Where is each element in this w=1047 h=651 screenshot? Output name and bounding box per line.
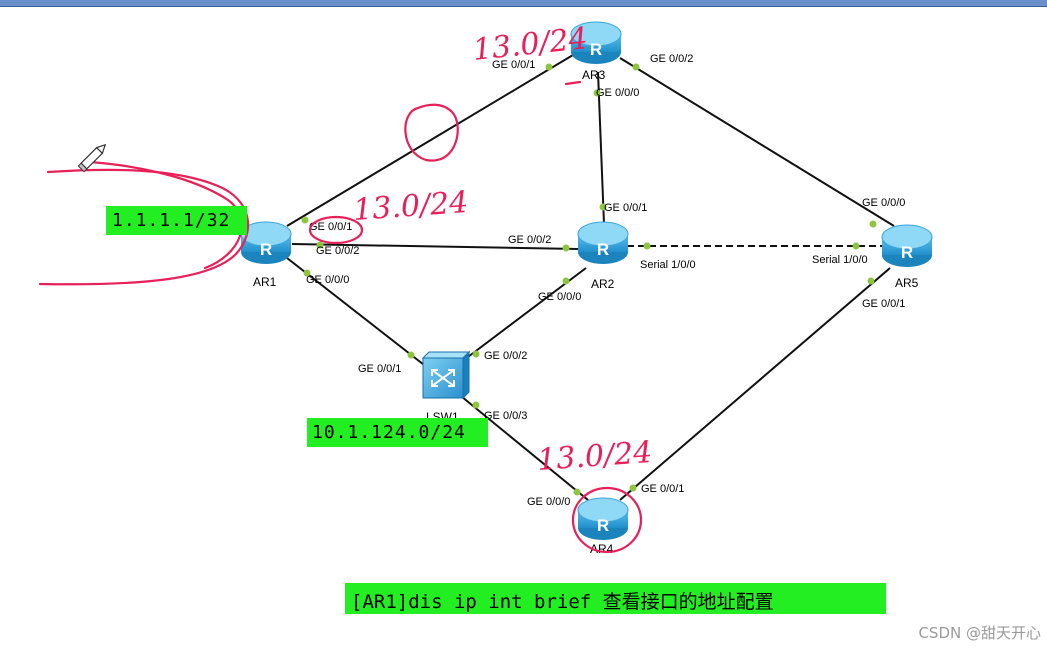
router-ar5[interactable]: R — [881, 224, 933, 267]
annotation-loopback-loop-inner — [88, 160, 243, 270]
if-lsw1-ge003: GE 0/0/3 — [484, 410, 527, 422]
port-dot — [599, 203, 607, 211]
annotation-ar1-port-circle — [308, 215, 364, 245]
port-dots — [301, 63, 877, 496]
port-dot — [852, 242, 860, 250]
if-ar1-ge002: GE 0/0/2 — [316, 245, 359, 257]
link-ar2-lsw1[interactable] — [455, 267, 587, 367]
if-ar3-ge001: GE 0/0/1 — [492, 59, 535, 71]
if-lsw1-ge001: GE 0/0/1 — [358, 363, 401, 375]
annotation-ar4: 13.0/24 — [536, 435, 653, 478]
port-dot — [472, 401, 480, 409]
if-ar1-ge001: GE 0/0/1 — [309, 221, 352, 233]
if-ar2-serial: Serial 1/0/0 — [640, 259, 696, 271]
pen-annotations — [38, 80, 643, 554]
router-ar1[interactable]: R — [240, 221, 292, 264]
annotation-zero — [404, 103, 459, 162]
window-top-bar — [0, 0, 1047, 7]
link-ar1-ar3[interactable] — [286, 51, 579, 227]
if-ar5-ge000: GE 0/0/0 — [862, 197, 905, 209]
if-ar2-ge000: GE 0/0/0 — [538, 291, 581, 303]
port-dot — [643, 242, 651, 250]
link-ar3-ar2[interactable] — [597, 71, 605, 225]
port-dot — [869, 220, 877, 228]
switch-lsw1[interactable] — [421, 350, 471, 400]
router-ar3[interactable]: R — [570, 21, 622, 64]
switch-arrows-icon — [431, 369, 455, 387]
watermark: CSDN @甜天开心 — [918, 624, 1041, 642]
note-command: [AR1]dis ip int brief 查看接口的地址配置 — [345, 583, 886, 614]
port-dot — [593, 89, 601, 97]
link-ar5-ar4[interactable] — [619, 267, 891, 501]
annotation-ar3-tick — [564, 80, 582, 86]
if-ar2-ge001: GE 0/0/1 — [604, 202, 647, 214]
annotation-ar4-circle — [571, 486, 643, 554]
links — [286, 51, 895, 501]
if-ar5-ge001: GE 0/0/1 — [862, 298, 905, 310]
note-lan-subnet: 10.1.124.0/24 — [307, 418, 488, 447]
port-dot — [562, 244, 570, 252]
if-lsw1-ge002: GE 0/0/2 — [484, 350, 527, 362]
device-label-ar3: AR3 — [582, 68, 606, 82]
port-dot — [562, 277, 570, 285]
annotation-loopback-loop — [38, 168, 250, 286]
router-ar4[interactable]: R — [577, 497, 629, 540]
router-glyph: R — [597, 516, 609, 535]
pen-cursor-icon — [77, 143, 107, 173]
router-glyph: R — [901, 243, 913, 262]
if-ar3-ge002: GE 0/0/2 — [650, 53, 693, 65]
if-ar5-serial: Serial 1/0/0 — [812, 254, 868, 266]
port-dot — [316, 241, 324, 249]
router-glyph: R — [260, 240, 272, 259]
annotation-ar1-ar3: 13.0/24 — [471, 21, 589, 68]
port-dot — [573, 488, 581, 496]
port-dot — [632, 63, 640, 71]
port-dot — [407, 351, 415, 359]
annotation-ar1-ar2: 13.0/24 — [352, 185, 469, 228]
port-dot — [472, 350, 480, 358]
port-dot — [301, 216, 309, 224]
router-glyph: R — [597, 240, 609, 259]
link-ar3-ar5[interactable] — [619, 57, 895, 227]
if-ar4-ge000: GE 0/0/0 — [527, 496, 570, 508]
link-lsw1-ar4[interactable] — [455, 391, 589, 501]
router-ar2[interactable]: R — [577, 221, 629, 264]
port-dot — [303, 269, 311, 277]
if-ar3-ge000: GE 0/0/0 — [596, 87, 639, 99]
if-ar4-ge001: GE 0/0/1 — [641, 483, 684, 495]
port-dot — [629, 484, 637, 492]
device-label-ar1: AR1 — [253, 275, 277, 289]
link-ar1-lsw1[interactable] — [286, 257, 429, 369]
if-ar2-ge002: GE 0/0/2 — [508, 234, 551, 246]
port-dot — [545, 63, 553, 71]
link-ar1-ar2[interactable] — [291, 243, 579, 250]
router-glyph: R — [590, 40, 602, 59]
note-loopback-address: 1.1.1.1/32 — [106, 206, 247, 235]
port-dot — [867, 277, 875, 285]
if-ar1-ge000: GE 0/0/0 — [306, 274, 349, 286]
device-label-ar2: AR2 — [591, 277, 615, 291]
device-label-ar5: AR5 — [895, 276, 919, 290]
